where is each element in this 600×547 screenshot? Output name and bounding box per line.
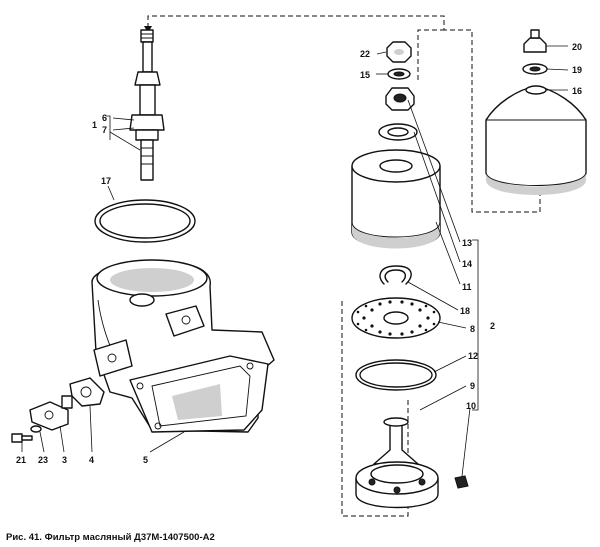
base-assembly-9	[355, 417, 439, 509]
nut-22	[386, 41, 412, 63]
stud-assembly	[129, 29, 165, 181]
assembly-dashed-line	[147, 15, 541, 517]
label-12: 12	[468, 351, 478, 361]
fitting-14	[385, 87, 415, 111]
label-4: 4	[89, 455, 94, 465]
label-8: 8	[470, 324, 475, 334]
bracket-2	[472, 239, 479, 411]
label-23: 23	[38, 455, 48, 465]
snap-ring-18	[379, 265, 412, 285]
washer-15	[387, 68, 411, 80]
label-21: 21	[16, 455, 26, 465]
sealing-ring-12	[355, 359, 437, 391]
cap-16	[485, 85, 587, 195]
bolt-21	[11, 433, 33, 443]
gasket-4	[69, 377, 105, 407]
label-18: 18	[460, 306, 470, 316]
label-19: 19	[572, 65, 582, 75]
washer-13	[378, 123, 418, 141]
figure-caption: Рис. 41. Фильтр масляный Д37М-1407500-А2	[6, 532, 215, 543]
washer-23	[30, 425, 42, 433]
plug-10	[454, 475, 469, 489]
label-6: 6	[102, 113, 107, 123]
label-3: 3	[62, 455, 67, 465]
label-22: 22	[360, 49, 370, 59]
label-17: 17	[101, 176, 111, 186]
label-2: 2	[490, 321, 495, 331]
label-13: 13	[462, 238, 472, 248]
filter-housing	[91, 259, 275, 433]
filter-element-11	[351, 149, 441, 249]
sealing-ring-17	[94, 199, 196, 243]
label-20: 20	[572, 42, 582, 52]
label-9: 9	[470, 381, 475, 391]
label-14: 14	[462, 259, 472, 269]
label-11: 11	[462, 282, 472, 292]
label-7: 7	[102, 125, 107, 135]
label-15: 15	[360, 70, 370, 80]
label-16: 16	[572, 86, 582, 96]
valve-20	[523, 29, 547, 53]
leader-lines	[21, 45, 569, 477]
label-10: 10	[466, 401, 476, 411]
label-5: 5	[143, 455, 148, 465]
cover-plate-3	[29, 395, 73, 431]
perforated-disc-8	[351, 297, 441, 339]
label-1: 1	[92, 120, 97, 130]
